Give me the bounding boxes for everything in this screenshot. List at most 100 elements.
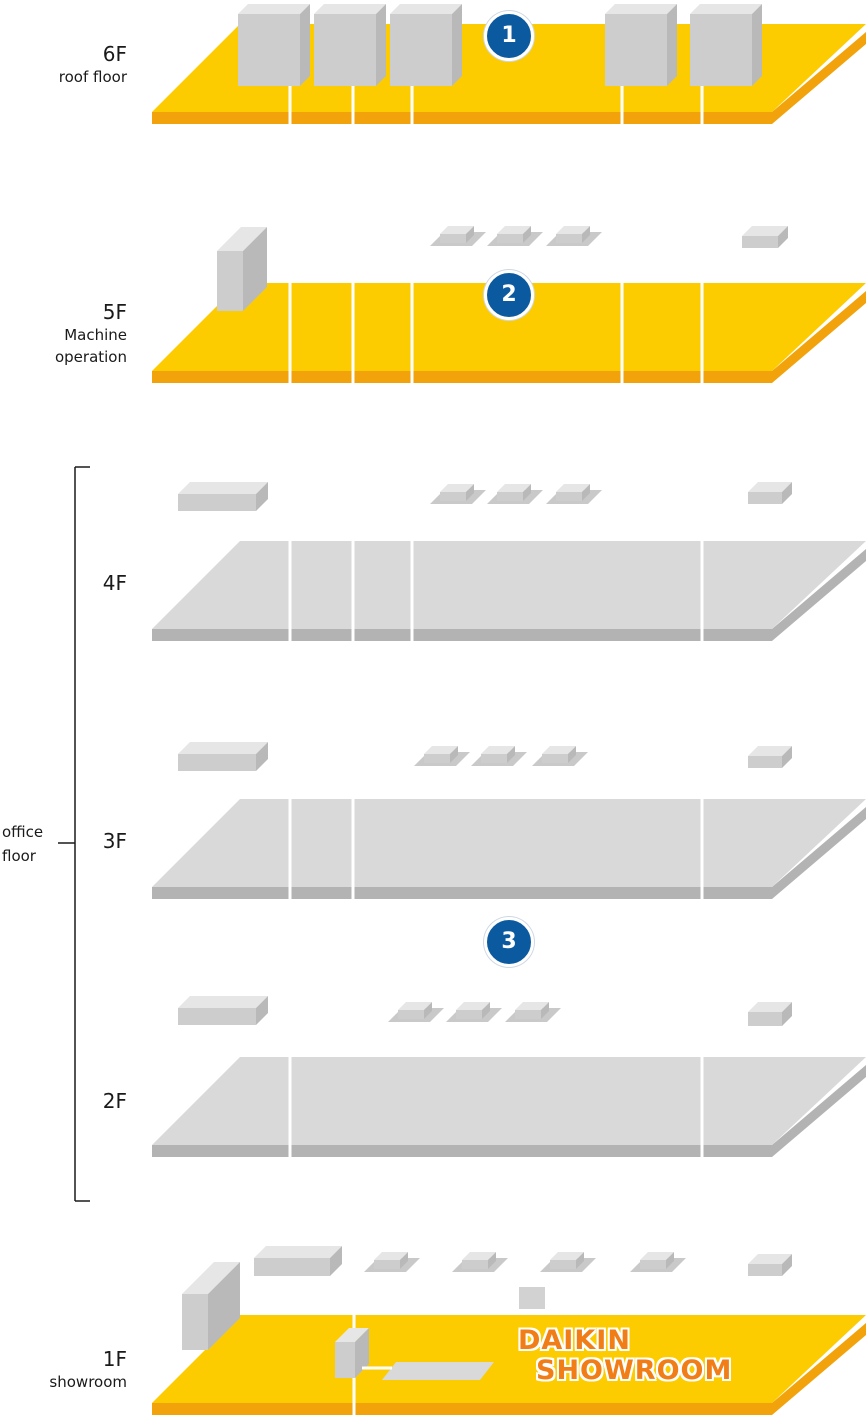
small-unit-4f (748, 482, 792, 504)
box-side (256, 996, 268, 1025)
slab-edge (152, 32, 866, 124)
box-side (523, 484, 531, 501)
box-top (515, 1002, 549, 1010)
box-top (335, 1328, 369, 1342)
box-front (440, 492, 466, 501)
duct-unit-2f (178, 996, 268, 1025)
box-top (542, 746, 576, 754)
roof-unit-1 (238, 4, 310, 86)
box-front (556, 492, 582, 501)
floor-label-6f: 6F roof floor (58, 42, 127, 86)
box-side (376, 4, 386, 86)
box-front (424, 754, 450, 763)
small-unit-5f (742, 226, 788, 248)
box-top (556, 226, 590, 234)
box-front (605, 14, 667, 86)
box-front (690, 14, 752, 86)
box-side (300, 4, 310, 86)
floor-label-4f: 4F (102, 571, 127, 595)
cassette-body (374, 1252, 408, 1269)
small-unit-2f (748, 1002, 792, 1026)
cassette-body (398, 1002, 432, 1019)
box-front (456, 1010, 482, 1019)
box-side (466, 484, 474, 501)
box-side (523, 226, 531, 243)
box-front (481, 754, 507, 763)
box-front (742, 236, 778, 248)
box-top (690, 4, 762, 14)
box-top (456, 1002, 490, 1010)
box-side (568, 746, 576, 763)
floor-slab-5f (152, 283, 866, 383)
box-side (243, 227, 267, 311)
daikin-showroom-logo: DAIKIN SHOWROOM (518, 1325, 733, 1386)
box-top (462, 1252, 496, 1260)
slab-edge (152, 807, 866, 899)
slab-top (152, 1057, 866, 1145)
box-top (314, 4, 386, 14)
box-top (182, 1262, 240, 1294)
slab-top (152, 799, 866, 887)
slab-edge (152, 549, 866, 641)
box-front (238, 14, 300, 86)
box-top (550, 1252, 584, 1260)
box-side (330, 1246, 342, 1276)
box-side (208, 1262, 240, 1350)
cassette-body (456, 1002, 490, 1019)
box-side (752, 4, 762, 86)
box-top (440, 484, 474, 492)
display-panel-1f (382, 1362, 494, 1380)
marker-3: 3 (484, 917, 534, 967)
box-front (178, 494, 256, 511)
box-front (748, 756, 782, 768)
box-side (452, 4, 462, 86)
box-top (748, 746, 792, 756)
box-side (507, 746, 515, 763)
floor-unit-1f (519, 1287, 545, 1309)
box-top (748, 1254, 792, 1264)
box-front (556, 234, 582, 243)
box-front (497, 234, 523, 243)
box-top (497, 484, 531, 492)
box-side (576, 1252, 584, 1269)
box-top (254, 1246, 342, 1258)
roof-unit-4 (605, 4, 677, 86)
box-top (374, 1252, 408, 1260)
slab-top (152, 283, 866, 371)
box-side (424, 1002, 432, 1019)
box-front (178, 754, 256, 771)
box-front (254, 1258, 330, 1276)
box-front (217, 251, 243, 311)
box-front (748, 1012, 782, 1026)
box-side (782, 746, 792, 768)
cassette-body (556, 226, 590, 243)
box-front (374, 1260, 400, 1269)
box-side (482, 1002, 490, 1019)
small-unit-1f (748, 1254, 792, 1276)
box-side (782, 1254, 792, 1276)
box-front (497, 492, 523, 501)
box-top (640, 1252, 674, 1260)
box-top (497, 226, 531, 234)
slab-edge (152, 1323, 866, 1415)
box-side (782, 482, 792, 504)
box-side (450, 746, 458, 763)
box-front (550, 1260, 576, 1269)
box-top (748, 1002, 792, 1012)
box-top (605, 4, 677, 14)
office-floor-bracket (58, 466, 90, 1202)
box-side (582, 226, 590, 243)
marker-2: 2 (484, 270, 534, 320)
box-side (666, 1252, 674, 1269)
cassette-body (440, 484, 474, 501)
box-side (488, 1252, 496, 1269)
box-front (440, 234, 466, 243)
box-front (515, 1010, 541, 1019)
box-front (182, 1294, 208, 1350)
box-top (398, 1002, 432, 1010)
box-top (424, 746, 458, 754)
box-top (742, 226, 788, 236)
display-unit-1f (335, 1328, 369, 1378)
box-top (178, 742, 268, 754)
cassette-body (640, 1252, 674, 1269)
